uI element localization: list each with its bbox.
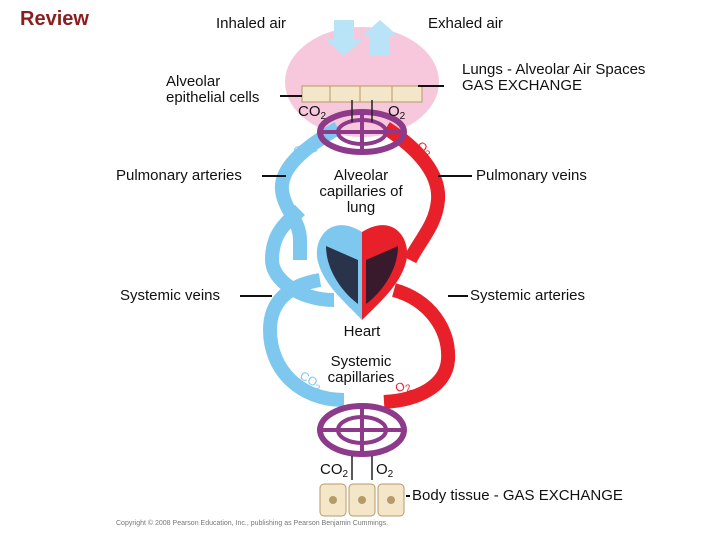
co2-lung-label: CO2 [298, 103, 327, 123]
systemic-vein-lower-vessel [262, 273, 345, 407]
heart-label: Heart [343, 323, 381, 340]
pulmonary-veins-label: Pulmonary veins [476, 167, 587, 184]
alveolar-epithelial-label-line1: Alveolar [166, 73, 221, 90]
systemic-veins-label: Systemic veins [120, 287, 221, 304]
lung-alveolar-space [285, 27, 439, 137]
exhaled-air-arrow [362, 20, 398, 56]
o2-tissue-label: O2 [376, 461, 394, 481]
copyright-notice: Copyright © 2008 Pearson Education, Inc.… [116, 520, 389, 527]
pulmonary-artery-vessel [274, 121, 342, 260]
body-tissue-cells [319, 483, 405, 517]
alveolar-capillaries-label-line2: capillaries of [319, 183, 403, 200]
slide-title: Review [20, 8, 89, 30]
systemic-vein-vessel [264, 204, 335, 307]
alveolar-capillary-net [317, 109, 407, 155]
alveolar-capillaries-label-line1: Alveolar [333, 167, 389, 184]
systemic-capillaries-label-line1: Systemic [330, 353, 392, 370]
lungs-label-line2: GAS EXCHANGE [462, 77, 583, 94]
heart-shape [316, 225, 408, 320]
inhaled-air-arrow [326, 20, 362, 56]
systemic-arteries-label: Systemic arteries [470, 287, 586, 304]
co2-tissue-label: CO2 [320, 461, 349, 481]
exhaled-air-label: Exhaled air [428, 15, 504, 32]
lungs-label-line1: Lungs - Alveolar Air Spaces [462, 61, 646, 78]
body-tissue-label: Body tissue - GAS EXCHANGE [412, 487, 623, 504]
alveolar-epithelial-label-line2: epithelial cells [166, 89, 260, 106]
o2-lung-label: O2 [388, 103, 406, 123]
inhaled-air-label: Inhaled air [216, 15, 287, 32]
leader-lines [240, 85, 472, 497]
systemic-artery-vessel [383, 283, 456, 409]
alveolar-capillaries-label-line3: lung [346, 199, 376, 216]
gas-exchange-arrows [351, 100, 373, 480]
pulmonary-vein-vessel [382, 122, 446, 264]
systemic-capillaries-label-line2: capillaries [327, 369, 395, 386]
systemic-capillary-net [317, 403, 407, 457]
pulmonary-arteries-label: Pulmonary arteries [116, 167, 242, 184]
alveolar-epithelial-cells [301, 85, 423, 103]
